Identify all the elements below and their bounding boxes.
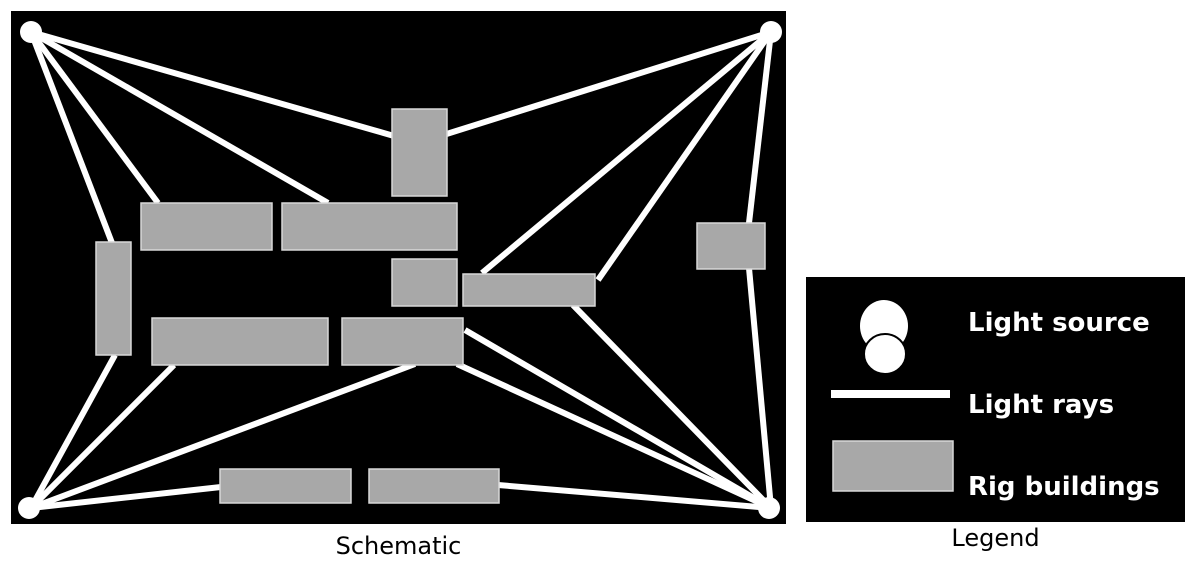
light-ray (29, 29, 330, 206)
rig-building (281, 202, 458, 251)
rig-building (341, 317, 464, 366)
rig-building (462, 273, 596, 307)
light-source (760, 21, 782, 43)
light-ray (463, 327, 773, 511)
light-ray (480, 29, 773, 276)
legend-label-light-rays: Light rays (968, 390, 1115, 420)
light-ray (746, 267, 774, 509)
light-ray (30, 484, 222, 511)
rig-building (151, 317, 329, 366)
light-ray (28, 30, 115, 245)
schematic-panel (11, 11, 786, 524)
legend-symbols (831, 300, 954, 492)
light-source (20, 21, 42, 43)
legend-light-source-icon (860, 300, 908, 375)
light-ray (30, 29, 416, 145)
rig-building (140, 202, 273, 251)
light-source (18, 497, 40, 519)
legend-label-rig-buildings: Rig buildings (968, 472, 1160, 502)
rig-building (391, 258, 458, 307)
light-ray (746, 31, 774, 224)
rig-building (95, 241, 132, 356)
schematic-caption: Schematic (335, 532, 462, 560)
legend-panel: Light source Light rays Rig buildings (806, 277, 1185, 522)
light-ray (455, 361, 773, 511)
rig-building (696, 222, 766, 270)
rig-building (368, 468, 500, 504)
light-ray (28, 30, 161, 205)
light-ray (29, 361, 417, 511)
light-ray (28, 362, 177, 511)
light-ray (436, 29, 772, 140)
light-source (758, 497, 780, 519)
legend-light-ray-icon (831, 390, 950, 398)
light-ray (497, 482, 772, 511)
schematic-diagram (18, 21, 782, 519)
light-ray (28, 353, 118, 510)
light-ray (570, 302, 774, 511)
legend-rig-building-icon (832, 440, 954, 492)
rig-building (391, 108, 448, 197)
light-ray (595, 30, 774, 282)
rig-building (219, 468, 352, 504)
legend-label-light-source: Light source (968, 308, 1150, 338)
legend-caption: Legend (951, 524, 1040, 552)
